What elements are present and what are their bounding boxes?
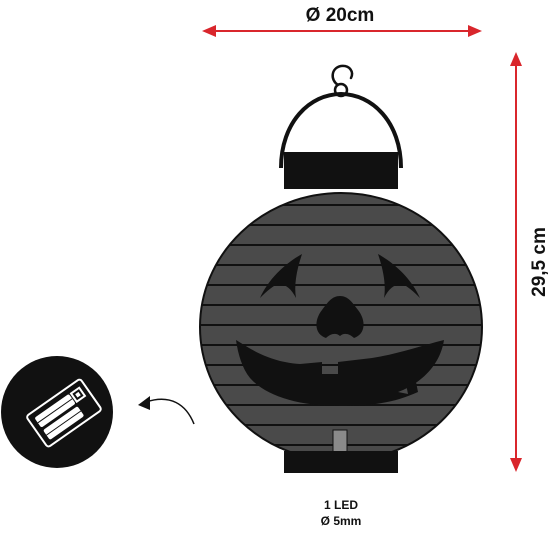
height-label: 29,5 cm [529, 227, 550, 297]
pointer-arrow [138, 396, 195, 425]
right-eye [378, 254, 420, 298]
mouth [236, 340, 444, 406]
height-dimension-arrow [510, 52, 522, 472]
lantern-top-cap [284, 152, 398, 189]
width-dimension-arrow [202, 25, 482, 37]
lantern-handle [279, 91, 403, 169]
width-label: Ø 20cm [306, 5, 375, 26]
led-diameter-label: Ø 5mm [321, 514, 362, 528]
battery-compartment-icon [1, 356, 113, 468]
led-count-label: 1 LED [324, 498, 358, 512]
lantern-body [199, 192, 483, 462]
lantern-bottom-cap [284, 451, 398, 473]
nose [316, 296, 364, 338]
hook-icon [331, 64, 354, 98]
led-switch [332, 429, 348, 453]
left-eye [260, 254, 302, 298]
